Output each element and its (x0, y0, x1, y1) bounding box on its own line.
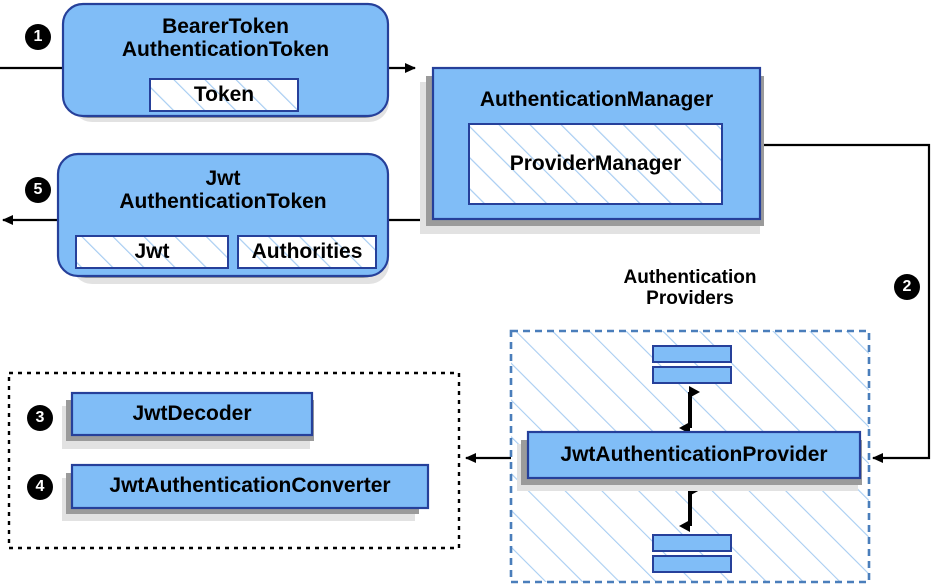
jwt-inner (75, 235, 229, 269)
authentication-providers-title-line1: Authentication (623, 267, 757, 288)
authentication-providers-title: Authentication Providers (560, 267, 820, 310)
jwt-authentication-converter-node[interactable] (62, 463, 430, 521)
step-badge-5: 5 (25, 177, 51, 203)
step-badge-1: 1 (25, 24, 51, 50)
provider-bars-top (652, 345, 732, 384)
step-badge-4: 4 (27, 474, 53, 500)
authentication-manager-node[interactable] (420, 66, 764, 234)
provider-manager-inner (468, 123, 723, 205)
step-badge-2: 2 (894, 274, 920, 300)
authorities-inner (237, 235, 377, 269)
token-inner (149, 78, 299, 112)
step-badge-3: 3 (27, 405, 53, 431)
authentication-providers-title-line2: Providers (646, 288, 734, 310)
jwt-authentication-token-node[interactable] (56, 152, 390, 284)
jwt-support-container[interactable] (7, 371, 461, 550)
provider-bars-bottom (652, 534, 732, 573)
jwt-authentication-provider-node[interactable] (517, 430, 862, 491)
jwt-decoder-node[interactable] (62, 391, 314, 449)
connector-step2 (760, 143, 931, 463)
bearer-token-node[interactable] (61, 2, 390, 122)
authentication-providers-container[interactable] (509, 329, 871, 584)
